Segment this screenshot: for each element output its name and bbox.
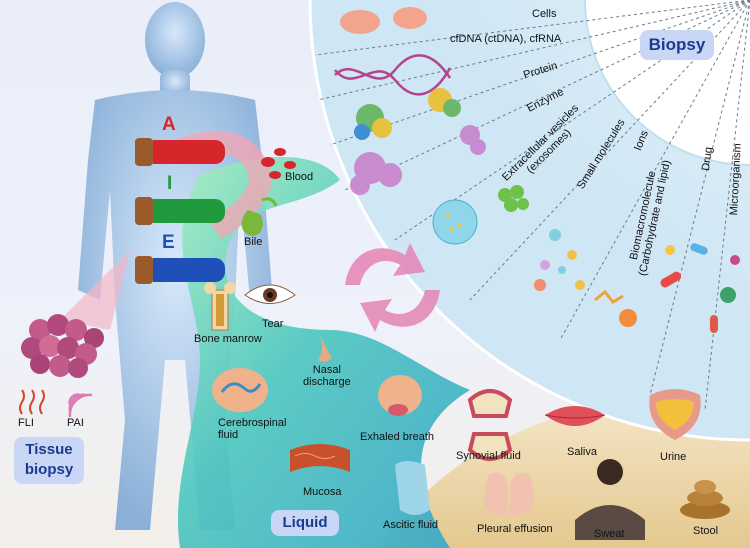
microorganism-icon (710, 255, 740, 333)
tube-letter-a: A (162, 114, 176, 135)
label-ascitic-fluid: Ascitic fluid (383, 519, 439, 531)
tissue-beam (60, 250, 130, 330)
exosome-icon (432, 199, 478, 245)
stool-icon (680, 480, 730, 519)
tube-letter-i: I (167, 173, 173, 194)
analyte-label-cfdna: cfDNA (ctDNA), cfRNA (450, 33, 562, 45)
bone-marrow-icon (204, 282, 236, 331)
analyte-label-cells: Cells (532, 8, 557, 20)
mouth-breath-icon (378, 375, 422, 416)
label-bone-marrow: Bone manrow (194, 333, 262, 345)
biopsy-title: Biopsy (640, 30, 714, 60)
bladder-icon (649, 389, 701, 440)
label-blood: Blood (285, 171, 314, 183)
sample-tube-i (135, 197, 225, 225)
biomacromolecule-icon (594, 289, 637, 327)
label-pai: PAI (67, 417, 84, 429)
label-exhaled-breath: Exhaled breath (360, 431, 434, 443)
liquid-title: Liquid (271, 510, 339, 536)
sample-tube-a (135, 138, 225, 166)
tissue-biopsy-title: Tissue biopsy (14, 437, 84, 484)
bile-icon (241, 197, 278, 236)
protein-icon (354, 88, 461, 140)
label-csf: Cerebrospinal fluid (218, 417, 287, 442)
label-pleural-effusion: Pleural effusion (477, 523, 553, 535)
nose-icon (318, 335, 332, 362)
tube-fill (153, 258, 225, 282)
label-nasal-discharge: Nasal discharge (303, 364, 351, 389)
ions-icon (534, 229, 585, 291)
lungs-icon (483, 472, 535, 516)
label-stool: Stool (693, 525, 719, 537)
pai-signal-icon (68, 393, 93, 418)
label-bile: Bile (244, 236, 263, 248)
abdomen-icon (395, 461, 430, 515)
drug-icon (660, 243, 708, 288)
label-urine: Urine (660, 451, 687, 463)
label-mucosa: Mucosa (303, 486, 342, 498)
tube-fill (153, 199, 225, 223)
mucosa-icon (290, 444, 350, 472)
label-sweat: Sweat (594, 528, 625, 540)
sample-tube-e (135, 256, 225, 284)
small-molecules-icon (498, 185, 529, 212)
exchange-arrows-icon (345, 243, 440, 332)
eye-icon (244, 284, 296, 304)
fli-signal-icon (19, 389, 45, 415)
label-saliva: Saliva (567, 446, 597, 458)
enzyme-icon (350, 125, 486, 195)
label-synovial-fluid: Synovial fluid (456, 450, 521, 462)
dna-icon (334, 54, 452, 96)
tube-fill (153, 140, 225, 164)
lips-icon (544, 406, 606, 426)
tube-letter-e: E (162, 232, 175, 253)
sweat-person-icon (575, 459, 645, 540)
blood-cells-icon (261, 148, 296, 179)
cells-icon (340, 7, 427, 34)
label-fli: FLI (18, 417, 34, 429)
brain-icon (212, 368, 268, 412)
label-tear: Tear (262, 318, 284, 330)
joint-icon (467, 389, 513, 461)
tissue-cell-cluster (21, 314, 104, 378)
